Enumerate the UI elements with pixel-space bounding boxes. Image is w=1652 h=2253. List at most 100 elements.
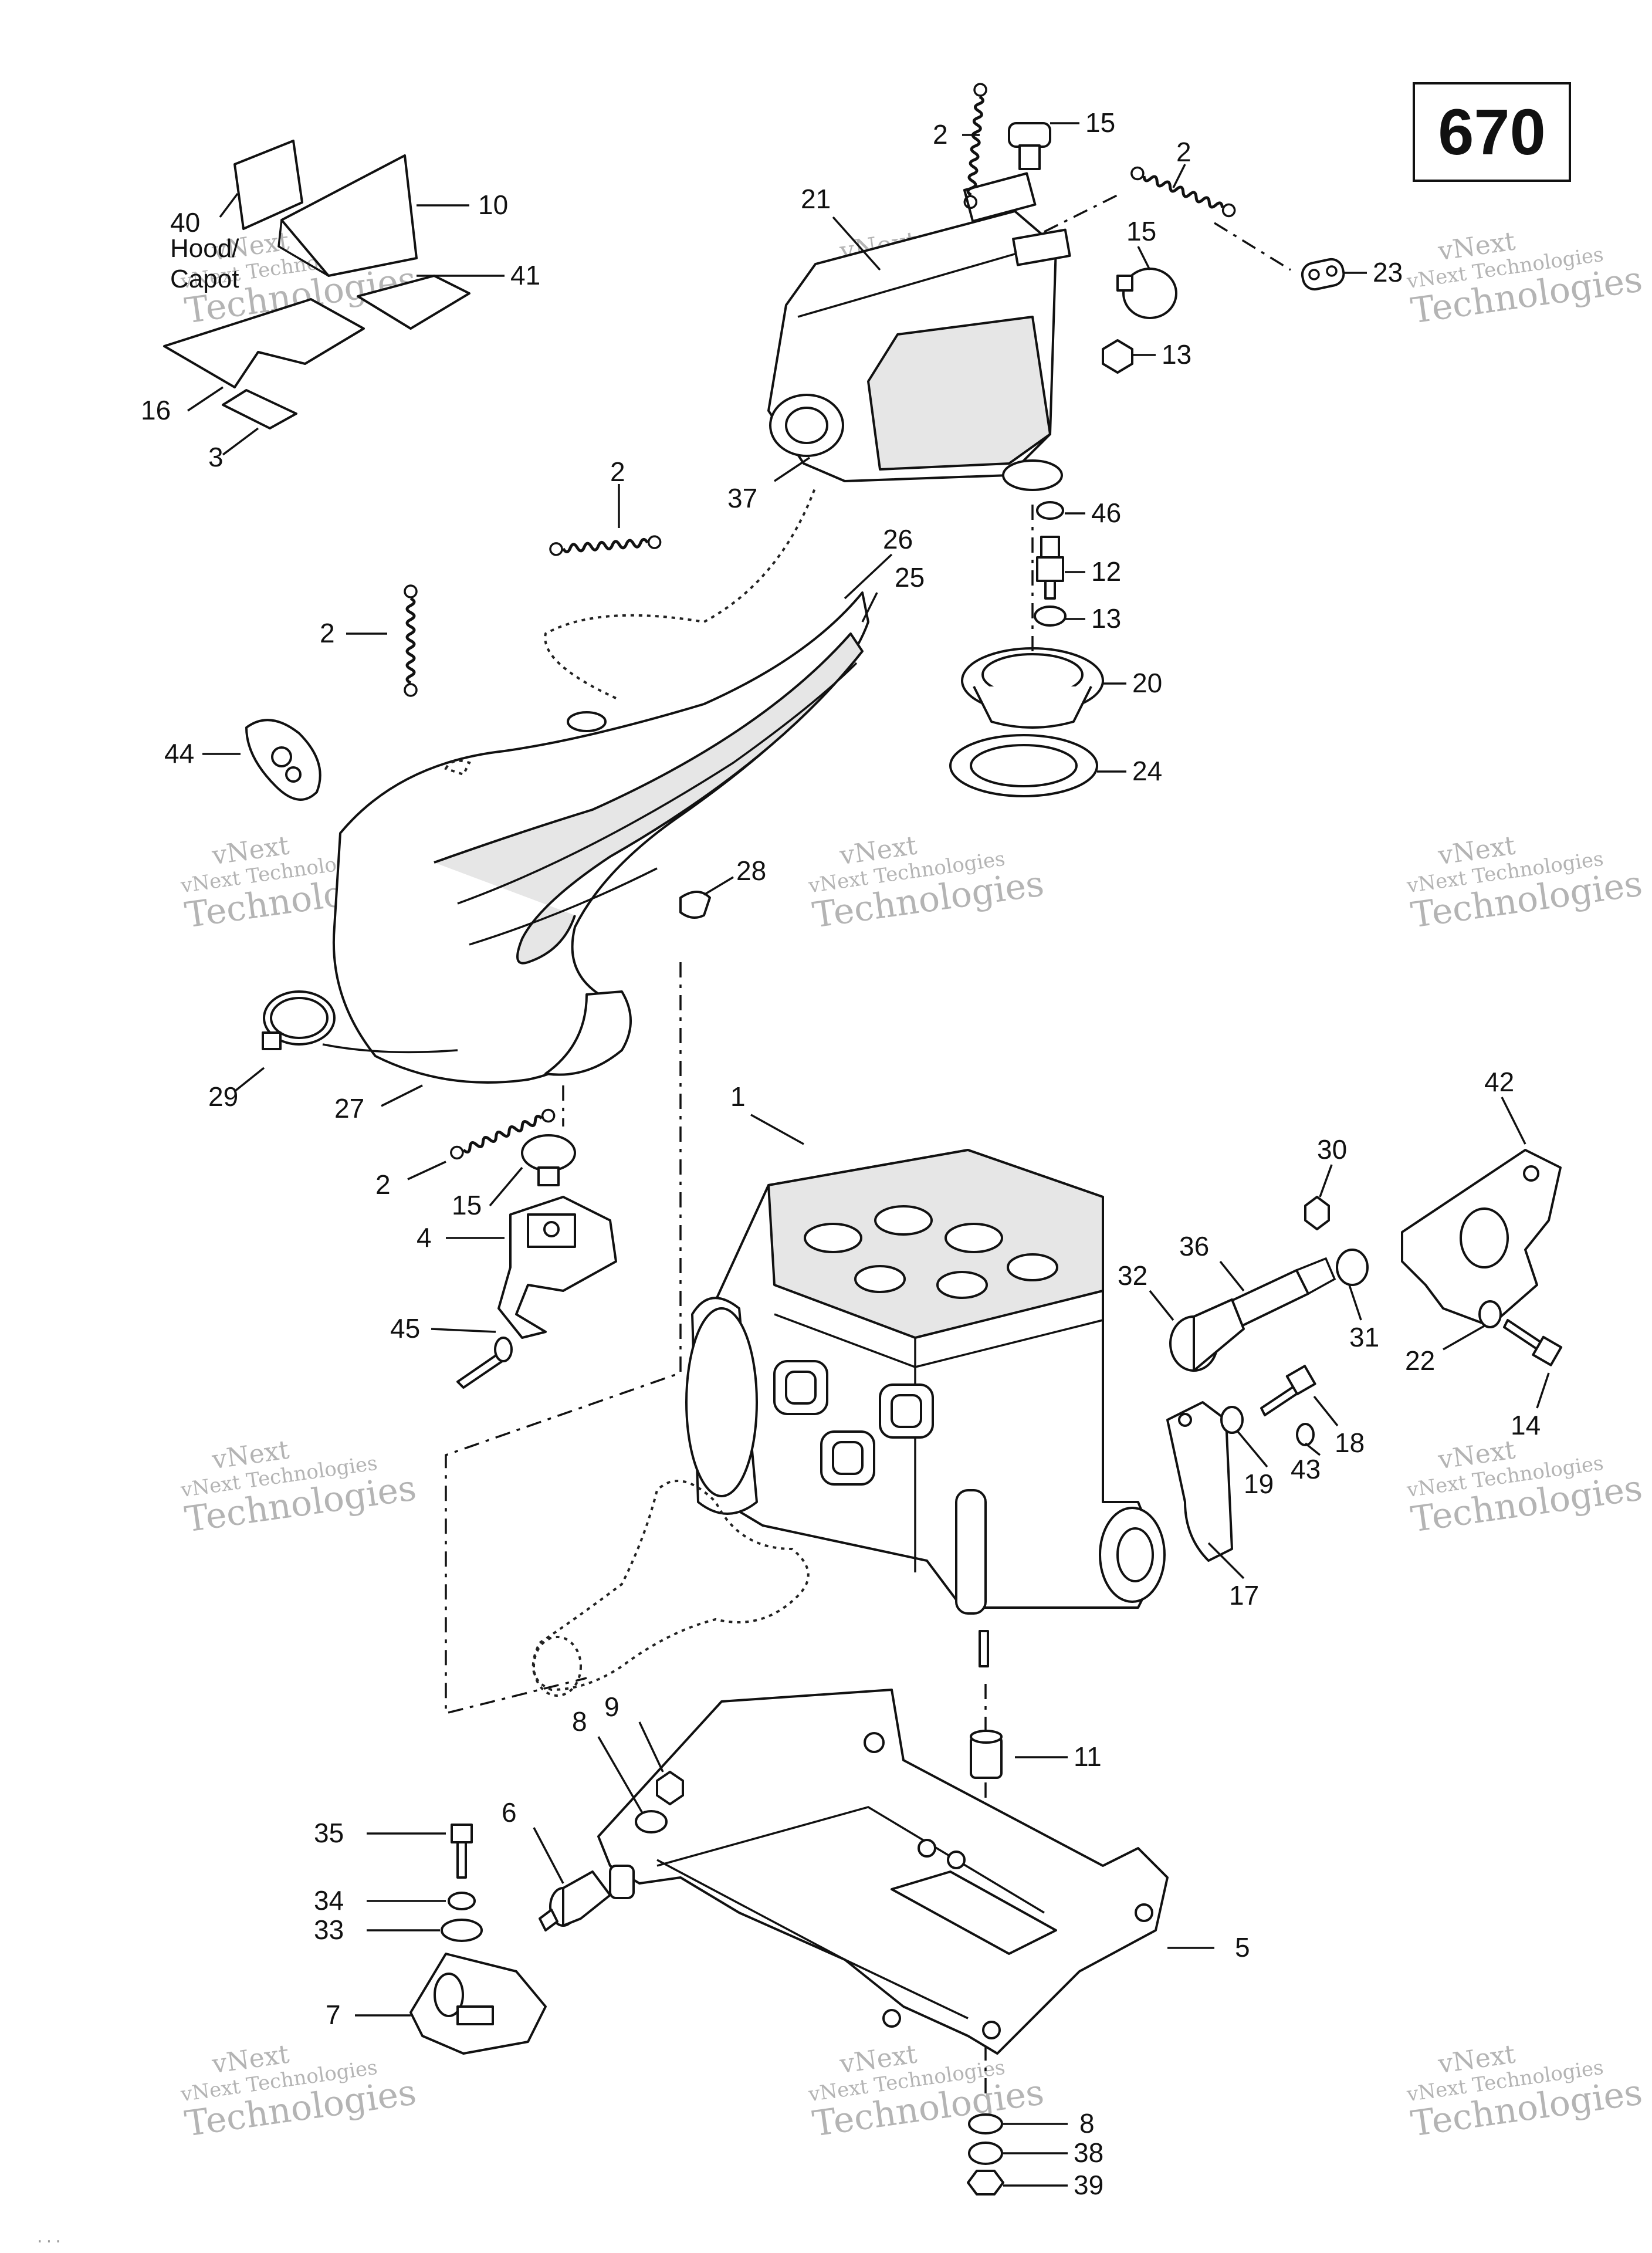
- foam-pad-41: [357, 275, 470, 330]
- callout-42: 42: [1484, 1067, 1514, 1097]
- page-number-box: 670: [1413, 82, 1571, 182]
- callout-25: 25: [895, 562, 925, 593]
- callout-40: 40: [170, 207, 200, 238]
- callout-15-right: 15: [1126, 216, 1156, 246]
- callout-26: 26: [883, 524, 913, 554]
- spring-2-lower: [450, 1108, 556, 1160]
- callout-30: 30: [1317, 1134, 1347, 1165]
- rubber-bumper-15-top: [1008, 122, 1051, 170]
- washer-8-left: [635, 1810, 668, 1833]
- callout-21: 21: [801, 184, 831, 214]
- callout-18: 18: [1335, 1427, 1365, 1458]
- support-bracket-4: [497, 1196, 617, 1339]
- callout-3: 3: [208, 442, 224, 472]
- callout-16: 16: [141, 395, 171, 425]
- screw-35: [451, 1824, 473, 1879]
- callout-32: 32: [1118, 1260, 1147, 1291]
- callout-8-left: 8: [572, 1706, 587, 1737]
- callout-15-top: 15: [1085, 107, 1115, 138]
- callout-11: 11: [1074, 1741, 1102, 1772]
- rubber-bumper-15-right: [1116, 268, 1177, 319]
- callout-2-lower: 2: [375, 1169, 391, 1200]
- callout-4: 4: [417, 1222, 432, 1253]
- hood-foam-pieces: Hood/ Capot: [163, 140, 470, 429]
- callout-19: 19: [1244, 1469, 1274, 1499]
- screw-18: [1260, 1365, 1316, 1416]
- bracket-17: [1166, 1401, 1233, 1562]
- clamp-29: [262, 990, 336, 1050]
- callout-17: 17: [1229, 1580, 1259, 1611]
- ring-24: [949, 734, 1098, 797]
- callout-33: 33: [314, 1914, 344, 1945]
- callout-28: 28: [736, 855, 766, 886]
- alignment-line-left: [445, 962, 682, 1715]
- bracket-42: [1401, 1149, 1562, 1327]
- callout-44: 44: [164, 738, 194, 769]
- clip-28: [679, 891, 711, 919]
- callout-20: 20: [1132, 668, 1162, 698]
- foam-pad-16: [163, 298, 365, 388]
- spring-2-mid: [549, 535, 662, 556]
- callout-24: 24: [1132, 756, 1162, 786]
- washer-33: [441, 1919, 483, 1942]
- nut-39: [967, 2170, 1004, 2196]
- capot-label: Capot: [170, 265, 239, 293]
- callout-22: 22: [1405, 1345, 1435, 1376]
- nut-30: [1304, 1196, 1330, 1230]
- callout-27: 27: [334, 1093, 364, 1124]
- washer-34: [448, 1892, 476, 1910]
- washer-22: [1478, 1300, 1502, 1328]
- callout-29: 29: [208, 1081, 238, 1112]
- callout-15-lower: 15: [452, 1190, 482, 1220]
- watermark: vNext vNext Technologies Technologies: [1405, 226, 1645, 331]
- callout-2-top: 2: [933, 119, 948, 150]
- callout-10: 10: [478, 190, 508, 220]
- callout-1: 1: [730, 1081, 746, 1112]
- watermark: vNext vNext Technologies Technologies: [179, 2039, 419, 2144]
- spring-2-right: [1130, 166, 1236, 218]
- air-silencer: [767, 172, 1071, 491]
- engine-support-plate-5: [597, 1689, 1169, 2055]
- duct-tab: [567, 711, 607, 732]
- callout-2-mid: 2: [610, 456, 625, 487]
- callout-41: 41: [510, 260, 540, 290]
- callout-34: 34: [314, 1885, 344, 1916]
- nut-43: [1296, 1423, 1315, 1446]
- washer-19: [1220, 1406, 1244, 1434]
- screw-14: [1503, 1319, 1563, 1366]
- watermark: vNext vNext Technologies Technologies: [807, 830, 1047, 936]
- callout-31: 31: [1349, 1322, 1379, 1352]
- rivet-45: [456, 1337, 513, 1389]
- rubber-mount-6: [539, 1865, 635, 1931]
- exhaust-manifold-ghost: [532, 1480, 810, 1697]
- callout-39: 39: [1074, 2170, 1103, 2200]
- grommet-44: [245, 719, 321, 801]
- callout-2-right: 2: [1176, 137, 1191, 167]
- leader-lines: [187, 122, 1550, 2187]
- engine-assembly: [685, 1149, 1166, 1667]
- alignment-line-spring-top: [1044, 192, 1121, 233]
- callout-38: 38: [1074, 2137, 1103, 2168]
- callout-labels: 40 10 41 16 3 2 15 2 21 15 23 13 37 46 1…: [141, 107, 1541, 2200]
- watermark: vNext vNext Technologies Technologies: [1405, 830, 1645, 936]
- washer-38: [968, 2142, 1003, 2165]
- callout-37: 37: [727, 483, 757, 513]
- air-intake-duct: [332, 486, 869, 1084]
- callout-45: 45: [390, 1313, 420, 1344]
- hood-label: Hood/: [170, 234, 239, 263]
- diagram-code: ...: [35, 2230, 63, 2247]
- callout-43: 43: [1291, 1454, 1321, 1484]
- callout-46: 46: [1091, 498, 1121, 528]
- callout-14: 14: [1511, 1410, 1541, 1440]
- washer-8-bottom: [968, 2113, 1003, 2134]
- callout-23: 23: [1373, 257, 1403, 287]
- nut-13-lower: [1034, 605, 1067, 627]
- callout-12: 12: [1091, 556, 1121, 587]
- foam-pad-40: [233, 140, 303, 230]
- nut-9: [656, 1771, 684, 1805]
- rubber-bumper-15-lower: [521, 1134, 576, 1186]
- callout-36: 36: [1179, 1231, 1209, 1261]
- callout-8-bottom: 8: [1079, 2108, 1095, 2139]
- callout-6: 6: [502, 1797, 517, 1828]
